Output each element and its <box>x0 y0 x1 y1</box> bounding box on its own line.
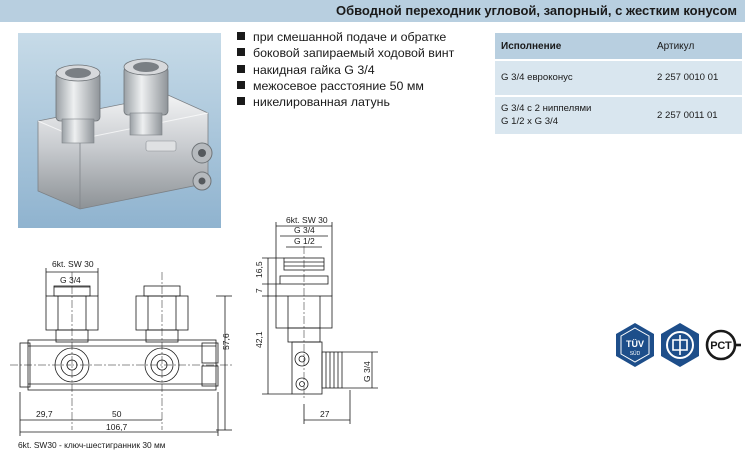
feature-item: межосевое расстояние 50 мм <box>237 78 454 94</box>
side-height-label: 42,1 <box>254 331 264 348</box>
spec-table: Исполнение Артикул G 3/4 евроконус 2 257… <box>495 33 742 134</box>
column-header-variant: Исполнение <box>501 41 562 52</box>
variant-cell: G 3/4 евроконус <box>501 72 573 83</box>
svg-text:SÜD: SÜD <box>630 350 641 357</box>
variant-cell: G 1/2 x G 3/4 <box>501 116 559 127</box>
front-view <box>10 268 232 436</box>
bypass-fitting-illustration <box>37 58 213 210</box>
feature-item: никелированная латунь <box>237 94 454 110</box>
side-wrench-label: 6kt. SW 30 <box>286 215 328 225</box>
variant-cell: G 3/4 с 2 ниппелями <box>501 103 592 114</box>
feature-item: накидная гайка G 3/4 <box>237 62 454 78</box>
front-length-label: 106,7 <box>106 422 128 432</box>
bullet-square-icon <box>237 64 245 73</box>
front-thread-label: G 3/4 <box>60 275 81 285</box>
title-bar: Обводной переходник угловой, запорный, с… <box>0 0 745 22</box>
side-thread-inner-label: G 1/2 <box>294 236 315 246</box>
tuv-badge-icon: TÜV SÜD <box>616 323 654 367</box>
certification-badges: TÜV SÜD РСТ <box>616 323 741 367</box>
safety-certification-icon <box>661 323 699 367</box>
feature-list: при смешанной подаче и обратке боковой з… <box>237 29 454 110</box>
bullet-square-icon <box>237 97 245 106</box>
front-wrench-label: 6kt. SW 30 <box>52 259 94 269</box>
front-height-label: 57,6 <box>221 333 231 350</box>
side-view <box>262 222 378 424</box>
table-row: G 3/4 с 2 ниппелями G 1/2 x G 3/4 2 257 … <box>495 97 742 134</box>
column-header-article: Артикул <box>657 41 695 52</box>
table-row: G 3/4 евроконус 2 257 0010 01 <box>495 61 742 95</box>
gost-certification-icon: РСТ <box>705 329 741 361</box>
article-cell: 2 257 0010 01 <box>657 72 719 83</box>
article-cell: 2 257 0011 01 <box>657 110 718 121</box>
bullet-square-icon <box>237 80 245 89</box>
bullet-square-icon <box>237 32 245 40</box>
front-offset-label: 29,7 <box>36 409 53 419</box>
svg-text:TÜV: TÜV <box>626 339 644 349</box>
side-thread-label: G 3/4 <box>362 361 372 382</box>
side-thread-outer-label: G 3/4 <box>294 225 315 235</box>
bullet-square-icon <box>237 48 245 57</box>
side-thread <box>321 351 343 389</box>
page-title: Обводной переходник угловой, запорный, с… <box>335 3 737 18</box>
footnote: 6kt. SW30 - ключ-шестигранник 30 мм <box>18 440 166 450</box>
product-photo <box>18 33 221 228</box>
feature-item: при смешанной подаче и обратке <box>237 29 454 45</box>
spec-table-header: Исполнение Артикул <box>495 33 742 59</box>
front-spacing-label: 50 <box>112 409 122 419</box>
feature-item: боковой запираемый ходовой винт <box>237 45 454 61</box>
side-nipple-label: 16,5 <box>254 261 264 278</box>
side-gap-label: 7 <box>254 288 264 293</box>
side-depth-label: 27 <box>320 409 330 419</box>
svg-text:РСТ: РСТ <box>710 340 732 352</box>
